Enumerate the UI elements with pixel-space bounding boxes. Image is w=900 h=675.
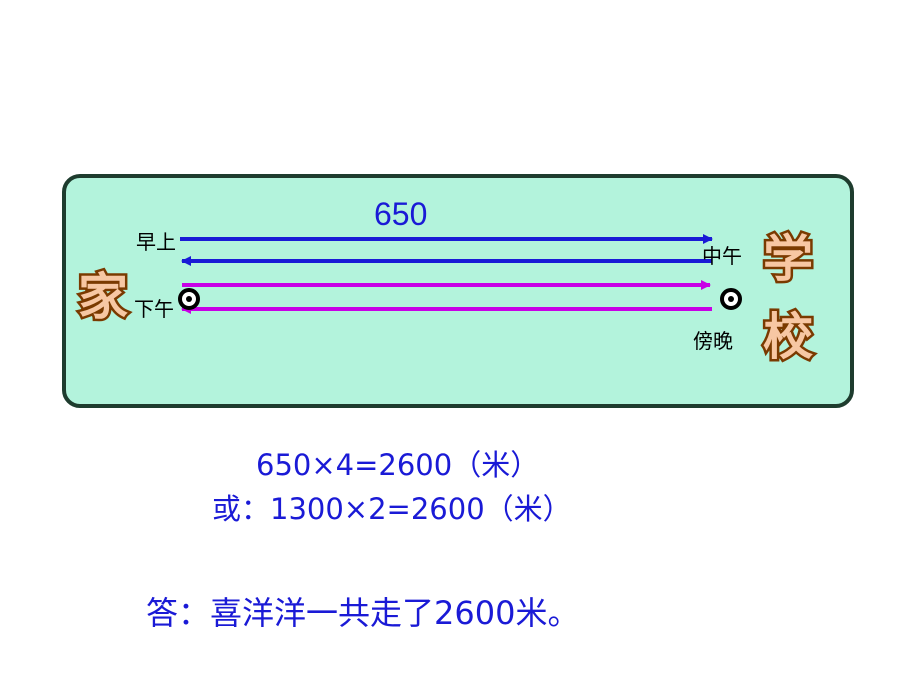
morning-label: 早上 [136, 230, 176, 254]
noon-label: 中午 [702, 244, 742, 268]
school-label-top: 学 [761, 230, 816, 288]
answer-text: 答：喜洋洋一共走了2600米。 [146, 594, 580, 632]
distance-label: 650 [374, 196, 428, 232]
equation-2: 或：1300×2=2600（米） [212, 492, 572, 526]
school-target-icon [720, 288, 742, 310]
equation-1: 650×4=2600（米） [256, 448, 540, 482]
home-label: 家 [76, 268, 131, 326]
home-target-icon [178, 288, 200, 310]
evening-label: 傍晚 [693, 329, 733, 353]
afternoon-label: 下午 [134, 297, 174, 321]
school-label-bottom: 校 [761, 308, 816, 366]
